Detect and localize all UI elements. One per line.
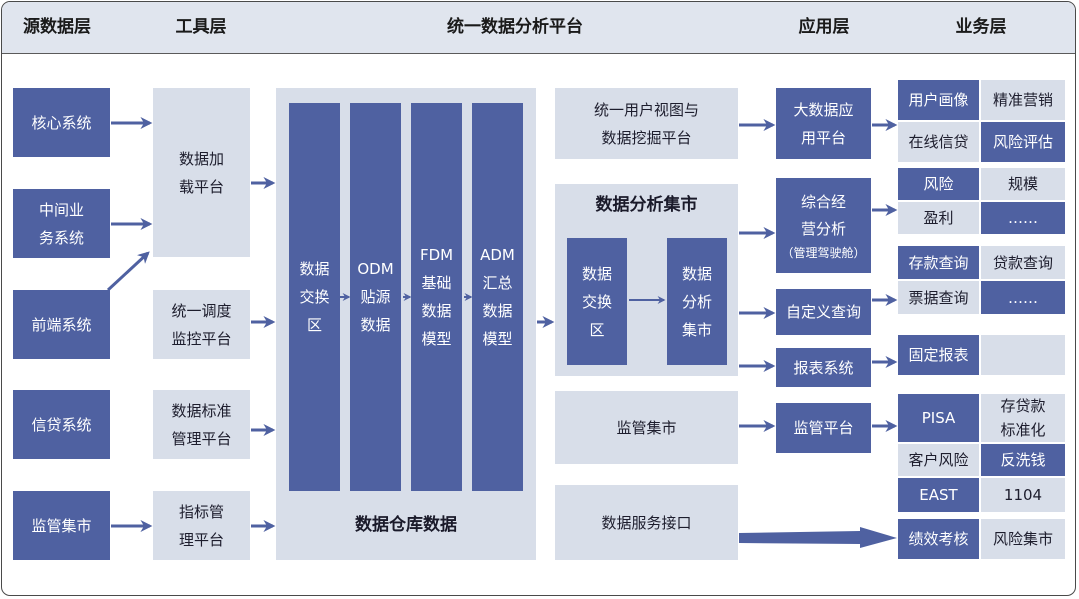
- biz-ellipsis-2: ……: [981, 281, 1065, 314]
- analysis-mart-data-mart: 数据 分析 集市: [667, 238, 727, 365]
- warehouse-title: 数据仓库数据: [355, 515, 457, 535]
- app-comprehensive-analysis-title: 综合经 营分析: [800, 192, 846, 238]
- app-bigdata-platform: 大数据应 用平台: [776, 88, 871, 159]
- app-custom-query: 自定义查询: [776, 289, 871, 335]
- biz-loan-query: 贷款查询: [981, 246, 1065, 279]
- arrow-service-to-business: [739, 527, 897, 548]
- biz-east: EAST: [898, 478, 979, 512]
- biz-precision-marketing: 精准营销: [981, 80, 1065, 120]
- biz-fixed-report: 固定报表: [898, 335, 979, 375]
- header-platform: 统一数据分析平台: [447, 17, 583, 37]
- app-comprehensive-analysis: 综合经 营分析 （管理驾驶舱）: [776, 178, 871, 273]
- data-service-interface: 数据服务接口: [555, 485, 738, 560]
- biz-ellipsis-1: ……: [981, 202, 1065, 234]
- app-cockpit-subtitle: （管理驾驶舱）: [781, 245, 866, 260]
- regulatory-mart-platform: 监管集市: [555, 391, 738, 464]
- source-frontend-system: 前端系统: [13, 290, 110, 359]
- biz-risk-assessment: 风险评估: [981, 122, 1065, 162]
- source-middleware-system: 中间业 务系统: [13, 189, 110, 258]
- biz-1104: 1104: [981, 478, 1065, 512]
- header-business-layer: 业务层: [955, 17, 1007, 37]
- warehouse-odm-source-data: ODM 贴源 数据: [350, 103, 401, 491]
- biz-deposit-query: 存款查询: [898, 246, 979, 279]
- analysis-mart-title: 数据分析集市: [595, 195, 698, 215]
- biz-user-profile: 用户画像: [898, 80, 979, 120]
- biz-performance-assessment: 绩效考核: [898, 519, 979, 559]
- header-bar: [2, 2, 1075, 54]
- source-credit-system: 信贷系统: [13, 390, 110, 459]
- biz-risk: 风险: [898, 168, 979, 200]
- biz-anti-money-laundering: 反洗钱: [981, 444, 1065, 476]
- biz-profit: 盈利: [898, 202, 979, 234]
- biz-customer-risk: 客户风险: [898, 444, 979, 476]
- warehouse-adm-summary-model: ADM 汇总 数据 模型: [472, 103, 523, 491]
- biz-scale: 规模: [981, 168, 1065, 200]
- header-app-layer: 应用层: [798, 17, 850, 37]
- biz-pisa: PISA: [898, 394, 979, 442]
- arrow-frontend-to-loading: [106, 251, 150, 292]
- analysis-mart-exchange-zone: 数据 交换 区: [567, 238, 627, 365]
- biz-bill-query: 票据查询: [898, 281, 979, 314]
- tool-data-standard-platform: 数据标准 管理平台: [153, 390, 250, 459]
- tool-data-loading-platform: 数据加 载平台: [153, 88, 250, 257]
- biz-loan-standardization: 存贷款 标准化: [981, 394, 1065, 442]
- header-tool-layer: 工具层: [175, 17, 227, 37]
- biz-fixed-report-blank: [981, 335, 1065, 375]
- header-source-layer: 源数据层: [23, 17, 91, 37]
- biz-risk-mart: 风险集市: [981, 519, 1065, 559]
- warehouse-fdm-base-model: FDM 基础 数据 模型: [411, 103, 462, 491]
- source-regulatory-mart: 监管集市: [13, 491, 110, 560]
- source-core-system: 核心系统: [13, 88, 110, 157]
- unified-user-view-platform: 统一用户视图与 数据挖掘平台: [555, 88, 738, 159]
- biz-online-credit: 在线信贷: [898, 122, 979, 162]
- app-regulatory-platform: 监管平台: [776, 403, 871, 453]
- app-report-system: 报表系统: [776, 348, 871, 387]
- tool-scheduling-monitor-platform: 统一调度 监控平台: [153, 290, 250, 359]
- tool-indicator-management-platform: 指标管 理平台: [153, 491, 250, 560]
